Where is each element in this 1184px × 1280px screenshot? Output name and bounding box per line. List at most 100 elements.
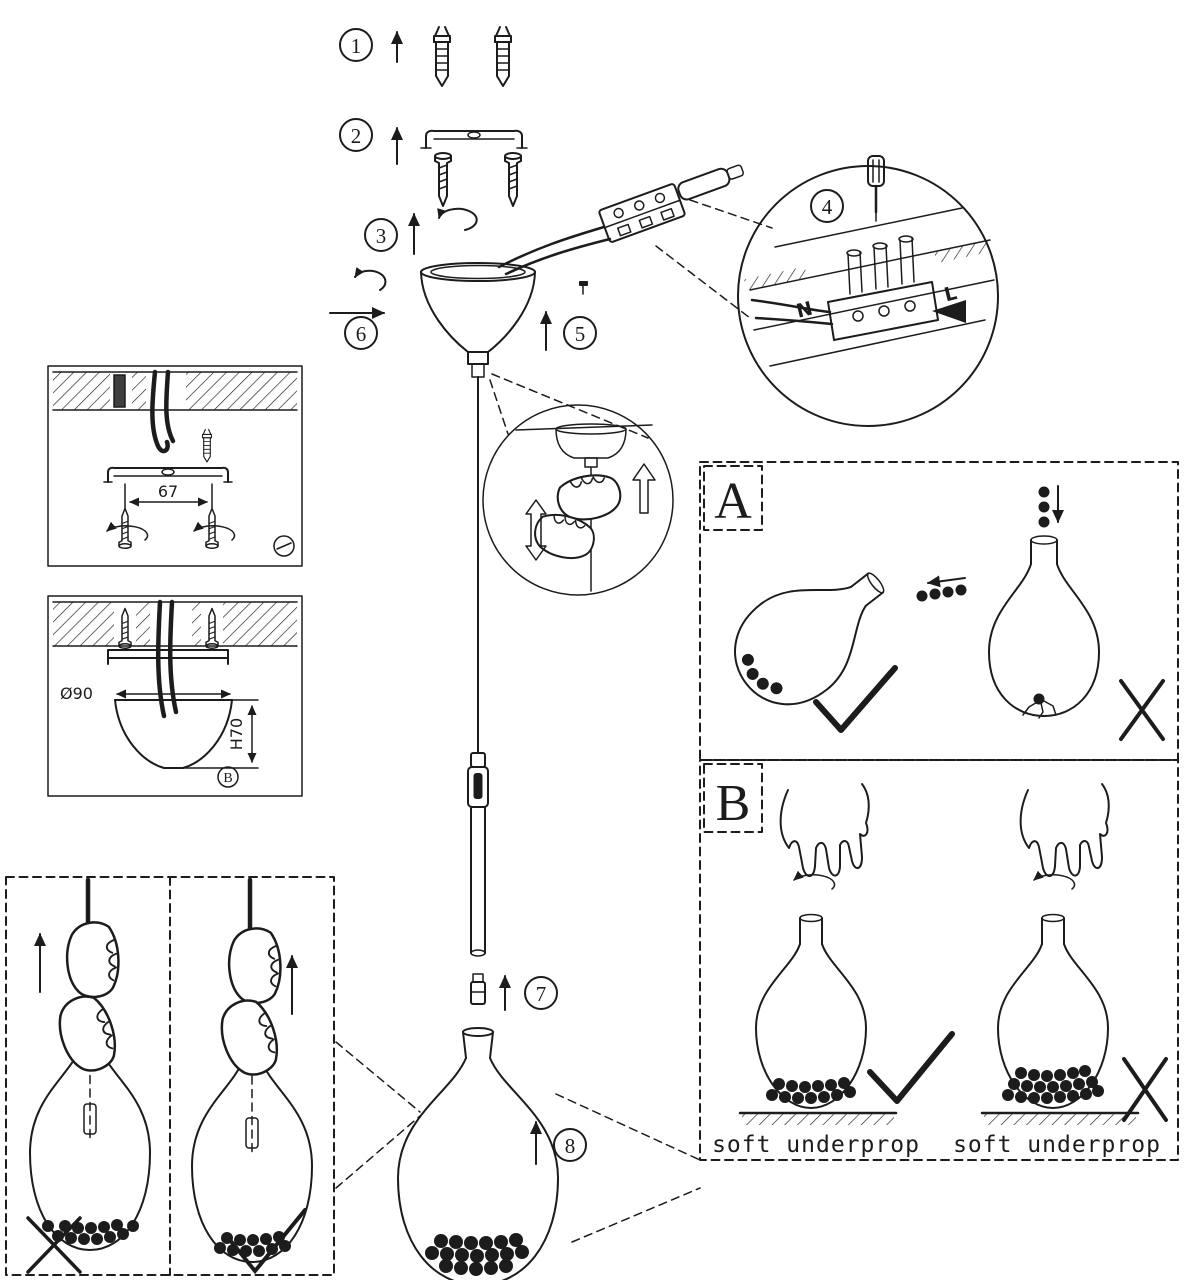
step-2-marker: 2 (339, 118, 373, 152)
screw-head-symbol (273, 535, 295, 557)
small-screw-icon (579, 281, 588, 295)
extension-lines (182, 699, 259, 769)
check-mark (813, 665, 898, 733)
ceiling-wire (150, 369, 170, 454)
step-8-number: 8 (565, 1134, 576, 1158)
filling-inset-a: A (699, 461, 1179, 761)
ground-hatch (984, 1114, 1136, 1125)
step-3-number: 3 (376, 224, 387, 248)
canopy-section (114, 699, 233, 769)
soft-underprop-caption: soft underprop (953, 1132, 1161, 1158)
ceiling-canopy (420, 225, 612, 378)
check-mark (228, 1208, 307, 1275)
step-7-marker: 7 (524, 976, 558, 1010)
height-adjust-callout (482, 404, 674, 596)
panel-b-label: B (716, 775, 751, 832)
step-8-marker: 8 (553, 1128, 587, 1162)
step-1-marker: 1 (339, 28, 373, 62)
callout-leader-lines (655, 199, 773, 319)
correct-underprop-figure: soft underprop (712, 783, 955, 1158)
step-6-number: 6 (356, 322, 367, 346)
glass-beads (1002, 1065, 1104, 1104)
wrong-handling-panel (26, 877, 151, 1274)
screwdriver-icon (867, 155, 885, 222)
correct-fill-figure (734, 572, 967, 733)
step5-group: 5 (540, 281, 597, 351)
handling-inset (5, 876, 335, 1276)
step-6-marker: 6 (344, 316, 378, 350)
step8-group: 8 (530, 1121, 587, 1165)
rotate-arrow-icon (793, 870, 836, 890)
bracket-spacing-dim: 67 (158, 482, 178, 501)
rotate-arrow-icon (1033, 870, 1076, 890)
canopy-dimensions-inset: Ø90 H70 B (47, 595, 303, 797)
terminal-block (598, 164, 744, 243)
step7-group: 7 (470, 973, 558, 1011)
step-7-number: 7 (536, 982, 547, 1006)
detail-b-letter: B (223, 771, 232, 786)
teardrop-shade (397, 1027, 559, 1280)
step-2-number: 2 (351, 124, 362, 148)
step3-group: 3 (364, 207, 478, 255)
ceiling-section (52, 601, 298, 647)
rotate-arrow-icon (354, 267, 387, 291)
rotate-arrow-icon (193, 521, 236, 541)
label-b-box (703, 763, 763, 833)
step2-group: 2 (339, 118, 528, 207)
neutral-label: N (794, 298, 815, 323)
step-4-number: 4 (822, 195, 833, 219)
cord-sleeve (470, 806, 486, 957)
panel-a-label: A (714, 473, 752, 530)
wiring-detail-callout: 4 N L (737, 155, 999, 427)
teardrop-shade (29, 1047, 151, 1251)
left-arrow-icon (927, 575, 966, 588)
mounting-bracket (420, 129, 528, 149)
rotate-arrow-icon (437, 207, 478, 231)
step-4-marker: 4 (810, 189, 844, 223)
glass-beads (766, 1077, 856, 1104)
ceiling-wire (164, 369, 176, 444)
terminal-strip-detail (827, 235, 939, 341)
ceiling-wire (155, 599, 167, 719)
insert-arrow-icon (932, 300, 966, 323)
inner-socket (83, 1103, 97, 1135)
hollow-up-arrow-icon (632, 463, 656, 514)
canopy-diameter-dim: Ø90 (60, 684, 93, 703)
canopy-height-dim: H70 (227, 718, 246, 750)
step-3-marker: 3 (364, 218, 398, 252)
ground-hatch (742, 1114, 894, 1125)
wrong-fill-figure (988, 485, 1165, 741)
callout-wedge (335, 1041, 421, 1189)
bracket-mounting-inset: 67 (47, 365, 303, 567)
crack-lines (1022, 700, 1057, 719)
label-a-box (703, 465, 763, 531)
soft-underprop-caption: soft underprop (712, 1132, 920, 1158)
underprop-inset-b: B soft underprop (699, 759, 1179, 1161)
mounting-rail-lines (749, 207, 995, 367)
wrong-underprop-figure: soft underprop (953, 783, 1168, 1158)
inner-socket (245, 1117, 259, 1149)
mounting-bracket (103, 466, 233, 483)
cord-lock (467, 752, 489, 808)
correct-handling-panel (191, 877, 313, 1275)
step6-group: 6 (329, 267, 387, 350)
extension-lines (124, 483, 213, 509)
hollow-double-arrow-icon (525, 499, 547, 561)
drill-hole (113, 374, 126, 408)
mains-wire (497, 225, 606, 269)
rail-hatch (934, 240, 991, 264)
step1-group: 1 (339, 26, 512, 87)
callout-wedge (555, 1093, 701, 1243)
step-1-number: 1 (351, 34, 362, 58)
x-mark (26, 1216, 82, 1274)
rotate-arrow-icon (106, 521, 149, 541)
wires-into-terminal (750, 298, 834, 326)
teardrop-shade (191, 1061, 313, 1263)
x-mark (1122, 1057, 1168, 1122)
ceiling-section (52, 371, 298, 411)
check-mark (867, 1031, 955, 1104)
x-mark (1119, 679, 1165, 741)
